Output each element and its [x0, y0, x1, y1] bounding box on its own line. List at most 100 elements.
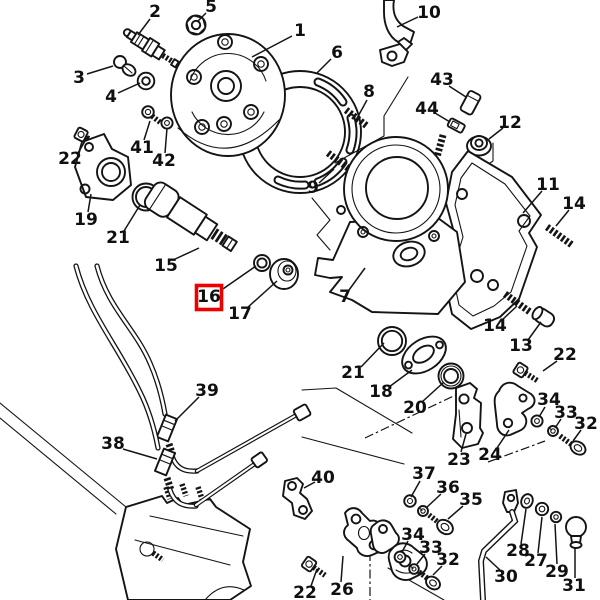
leader-line-part-12 [488, 127, 504, 140]
part-22-bolt-top [73, 126, 101, 147]
engine-block [115, 483, 252, 600]
part-43-pin [459, 90, 482, 116]
part-label-24[interactable]: 24 [478, 445, 502, 465]
part-label-31[interactable]: 31 [562, 576, 586, 596]
part-label-4[interactable]: 4 [105, 87, 117, 107]
part-label-14[interactable]: 14 [562, 194, 586, 214]
leader-line-part-39 [174, 396, 200, 422]
part-label-35[interactable]: 35 [459, 490, 483, 510]
part-label-8[interactable]: 8 [363, 82, 375, 102]
part-label-42[interactable]: 42 [152, 151, 176, 171]
part-label-14[interactable]: 14 [483, 316, 507, 336]
part-33-spring-washer-right [547, 425, 559, 437]
leader-line-part-33 [416, 553, 426, 565]
part-label-7[interactable]: 7 [339, 287, 351, 307]
part-label-32[interactable]: 32 [574, 414, 598, 434]
part-label-15[interactable]: 15 [154, 256, 178, 276]
part-label-33[interactable]: 33 [554, 403, 578, 423]
leader-line-part-14 [501, 305, 518, 321]
part-41-bolt [141, 105, 163, 126]
leader-line-part-40 [303, 481, 316, 489]
part-33-spring-washer-bottom [408, 563, 420, 575]
part-label-21[interactable]: 21 [341, 363, 365, 383]
leader-line-part-19 [87, 193, 92, 213]
part-label-39[interactable]: 39 [195, 381, 219, 401]
part-label-12[interactable]: 12 [498, 113, 522, 133]
part-21-oring-right [377, 326, 407, 356]
part-label-19[interactable]: 19 [74, 210, 98, 230]
part-29-washer [549, 510, 563, 524]
part-label-44[interactable]: 44 [415, 99, 439, 119]
part-label-10[interactable]: 10 [417, 3, 441, 23]
part-label-28[interactable]: 28 [506, 541, 530, 561]
part-label-30[interactable]: 30 [494, 567, 518, 587]
leader-line-part-22 [310, 568, 318, 587]
part-label-27[interactable]: 27 [524, 551, 548, 571]
leader-line-part-10 [396, 16, 419, 28]
part-label-13[interactable]: 13 [509, 336, 533, 356]
part-13-cap-nut [531, 306, 556, 328]
part-label-6[interactable]: 6 [331, 43, 343, 63]
cover-bolt-holes [186, 34, 269, 135]
part-label-22[interactable]: 22 [58, 149, 82, 169]
part-20-seal-washer [437, 362, 465, 390]
part-40-link [282, 477, 313, 520]
part-label-21[interactable]: 21 [106, 228, 130, 248]
part-4-washer [136, 71, 156, 91]
part-label-22[interactable]: 22 [293, 583, 317, 600]
part-32-bolt-bottom [417, 569, 441, 591]
part-label-1[interactable]: 1 [294, 21, 306, 41]
part-label-3[interactable]: 3 [73, 68, 85, 88]
leader-line-part-32 [432, 565, 443, 576]
leader-line-part-22 [542, 360, 558, 372]
part-label-5[interactable]: 5 [205, 0, 217, 17]
leader-line-part-42 [164, 127, 168, 154]
part-label-18[interactable]: 18 [369, 382, 393, 402]
leader-line-part-34 [538, 406, 546, 418]
part-label-38[interactable]: 38 [101, 434, 125, 454]
part-label-34[interactable]: 34 [401, 525, 425, 545]
part-2-spark-plug [122, 28, 180, 69]
part-32-bolt-right [558, 433, 587, 456]
part-label-23[interactable]: 23 [447, 450, 471, 470]
part-16-oring [253, 254, 271, 272]
part-label-32[interactable]: 32 [436, 550, 460, 570]
leader-line-part-2 [137, 18, 151, 36]
part-label-20[interactable]: 20 [403, 398, 427, 418]
part-label-26[interactable]: 26 [330, 580, 354, 600]
leader-line-part-22 [77, 135, 89, 154]
leader-line-part-14 [555, 209, 570, 227]
part-label-11[interactable]: 11 [536, 175, 560, 195]
part-label-41[interactable]: 41 [130, 138, 154, 158]
leader-line-part-37 [410, 480, 421, 498]
part-label-37[interactable]: 37 [412, 464, 436, 484]
part-label-17[interactable]: 17 [228, 304, 252, 324]
part-3-bolt [113, 55, 137, 77]
leader-line-part-30 [485, 556, 501, 571]
part-label-2[interactable]: 2 [149, 2, 161, 22]
part-label-36[interactable]: 36 [436, 478, 460, 498]
part-14-stud-lower [502, 291, 533, 315]
leader-line-part-17 [246, 280, 278, 309]
part-37-washer [403, 494, 417, 508]
part-34-washer-right [530, 414, 544, 428]
leader-line-part-28 [520, 508, 527, 545]
part-label-16[interactable]: 16 [197, 287, 221, 307]
leader-line-part-26 [340, 555, 344, 583]
leader-line-part-6 [316, 58, 332, 74]
part-label-22[interactable]: 22 [553, 345, 577, 365]
part-label-33[interactable]: 33 [419, 538, 443, 558]
part-31-knob [565, 516, 587, 549]
part-label-40[interactable]: 40 [311, 468, 335, 488]
part-label-34[interactable]: 34 [537, 390, 561, 410]
leader-line-part-33 [554, 418, 562, 429]
part-label-43[interactable]: 43 [430, 70, 454, 90]
part-label-9[interactable]: 9 [307, 178, 319, 198]
part-label-29[interactable]: 29 [545, 562, 569, 582]
part-11-cylinder-gasket [442, 150, 542, 330]
leader-line-part-24 [496, 429, 510, 449]
leader-line-part-27 [537, 516, 543, 554]
leader-line-part-23 [460, 433, 467, 453]
leader-line-part-21 [123, 204, 141, 232]
